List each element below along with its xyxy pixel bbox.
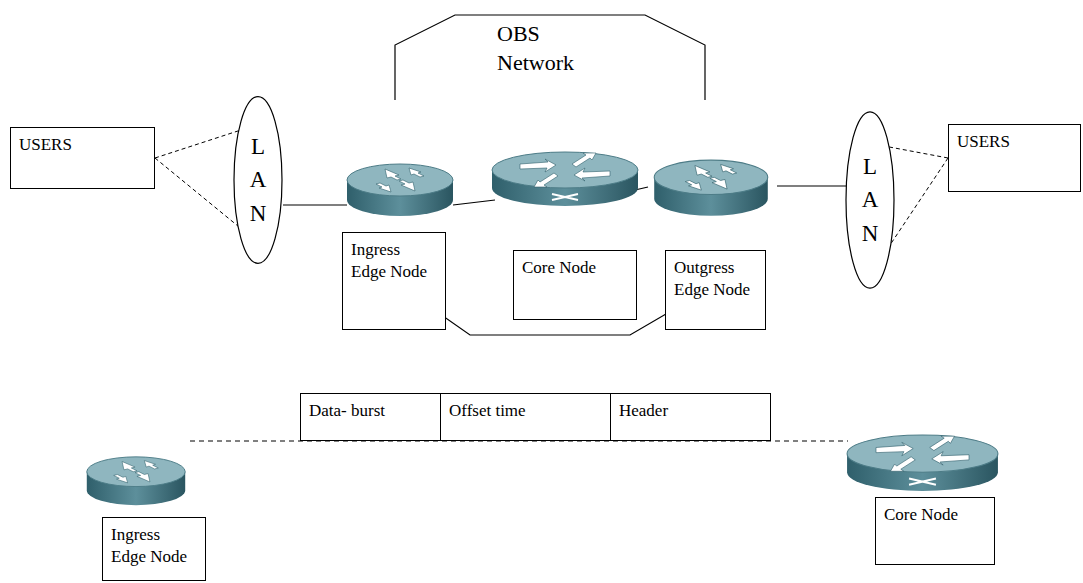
users-box: USERS bbox=[10, 127, 155, 189]
lan-ellipse: L A N bbox=[845, 110, 895, 290]
node-label: Offset time bbox=[449, 400, 602, 422]
node-label: Ingress Edge Node bbox=[111, 524, 197, 568]
node-label: USERS bbox=[19, 134, 146, 156]
edge-node-label: Ingress Edge Node bbox=[342, 232, 446, 330]
vertical-label: L A N bbox=[859, 150, 882, 250]
node-label: Core Node bbox=[884, 504, 986, 526]
users-box: USERS bbox=[948, 124, 1081, 192]
node-label: Core Node bbox=[522, 257, 628, 279]
core-node-label: Core Node bbox=[875, 497, 995, 565]
node-label: USERS bbox=[957, 131, 1072, 153]
vertical-label: L A N bbox=[247, 130, 270, 230]
burst-field: Data- burst bbox=[300, 393, 441, 441]
dashed-link bbox=[155, 129, 244, 231]
core-node-label: Core Node bbox=[513, 250, 637, 320]
node-label: Data- burst bbox=[309, 400, 432, 422]
burst-field: Offset time bbox=[440, 393, 611, 441]
edge-node-label: Ingress Edge Node bbox=[102, 517, 206, 581]
burst-field: Header bbox=[610, 393, 771, 441]
node-label: Outgress Edge Node bbox=[674, 257, 757, 301]
lan-ellipse: L A N bbox=[233, 95, 283, 265]
node-label: Header bbox=[619, 400, 762, 422]
network-title: OBS Network bbox=[497, 20, 607, 77]
node-label: Ingress Edge Node bbox=[351, 239, 437, 283]
edge-node-label: Outgress Edge Node bbox=[665, 250, 766, 330]
